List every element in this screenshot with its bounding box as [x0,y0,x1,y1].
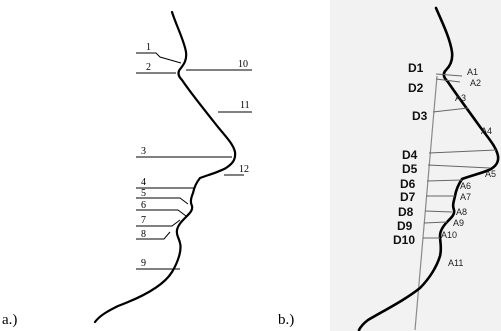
label-a11: A11 [448,258,463,268]
label-a3: A3 [455,93,466,103]
label-d3: D3 [412,109,428,123]
arrow-d1 [435,73,463,77]
leader-line-1 [136,52,182,64]
arrow-d4 [428,149,497,154]
leader-line-5 [136,197,189,205]
panel-b-distance-arrows [423,73,497,239]
arrow-d3 [432,107,469,113]
leader-line-8 [136,231,171,240]
leader-line-7 [136,219,181,227]
label-a5: A5 [485,169,496,179]
label-a1: A1 [467,67,478,77]
label-5: 5 [141,188,146,199]
label-a2: A2 [470,78,481,88]
label-d9: D9 [397,219,413,233]
label-1: 1 [146,42,151,53]
arrow-d2 [435,78,461,83]
label-3: 3 [141,146,146,157]
arrow-d6 [426,179,463,182]
label-d5: D5 [402,162,418,176]
label-4: 4 [141,177,146,188]
label-d2: D2 [408,81,424,95]
panel-b-caption: b.) [278,312,294,328]
panel-a-caption: a.) [2,312,17,328]
label-a10: A10 [441,230,457,240]
arrow-d9 [423,221,448,224]
label-d1: D1 [408,61,424,75]
label-12: 12 [239,164,249,175]
label-d4: D4 [402,148,418,162]
panel-b-background [330,0,501,331]
label-a4: A4 [481,126,492,136]
panel-b-profile-curve [357,6,500,331]
leader-line-6 [136,209,187,217]
label-7: 7 [141,215,146,226]
label-6: 6 [141,200,146,211]
panel-b-distance-labels: D1 D2 D3 D4 D5 D6 D7 D8 D9 D10 [393,61,428,247]
label-11: 11 [240,100,250,111]
panel-a-leader-lines [136,52,252,270]
label-a9: A9 [453,218,464,228]
panel-b-angle-labels: A1 A2 A3 A4 A5 A6 A7 A8 A9 A10 A11 [441,67,496,268]
arrow-d8 [424,210,453,213]
label-8: 8 [141,229,146,240]
panel-a-profile-curve [93,10,237,324]
label-d8: D8 [398,205,414,219]
panel-a: 1 2 3 4 5 6 7 8 9 10 11 12 a.) [2,10,252,328]
label-2: 2 [146,62,151,73]
label-9: 9 [141,258,146,269]
panel-a-labels: 1 2 3 4 5 6 7 8 9 10 11 12 [141,42,250,269]
label-10: 10 [238,59,248,70]
label-a8: A8 [456,207,467,217]
label-a6: A6 [460,181,471,191]
label-d6: D6 [400,177,416,191]
label-d7: D7 [400,190,416,204]
label-a7: A7 [460,192,471,202]
panel-b: D1 D2 D3 D4 D5 D6 D7 D8 D9 D10 A1 A2 A3 … [278,0,501,331]
label-d10: D10 [393,233,415,247]
arrow-d5 [427,164,491,169]
